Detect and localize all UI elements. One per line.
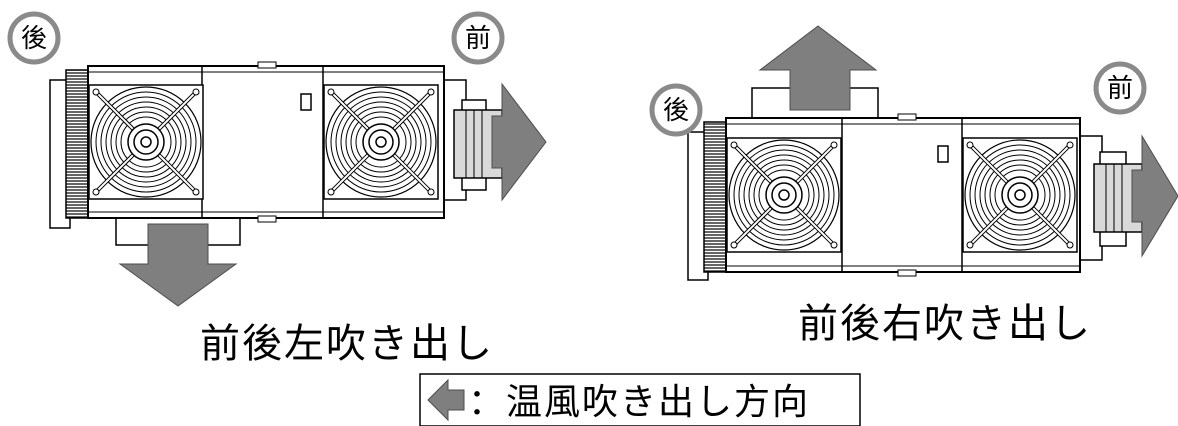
front-fan — [322, 83, 440, 201]
rear-grille — [687, 121, 727, 281]
svg-text:後: 後 — [21, 24, 47, 54]
access-panel — [300, 93, 312, 111]
caption-left: 前後左吹き出し — [200, 321, 494, 367]
svg-text:前: 前 — [465, 24, 491, 54]
caption-right: 前後右吹き出し — [798, 301, 1092, 347]
svg-text:後: 後 — [663, 96, 689, 126]
airflow-arrow-up — [758, 25, 878, 111]
airflow-arrow-front — [1131, 134, 1178, 258]
airflow-arrow-left — [118, 223, 238, 307]
rear-fan — [87, 83, 205, 201]
legend-text: ：温風吹き出し方向 — [468, 382, 810, 423]
rear-badge: 後 — [7, 11, 61, 65]
legend: ：温風吹き出し方向 — [419, 373, 861, 426]
legend-box — [419, 373, 861, 426]
front-badge: 前 — [1093, 61, 1147, 115]
front-fan — [961, 136, 1079, 254]
unit-right: 後 前 前後右吹き出し — [649, 25, 1178, 347]
unit-left: 後 前 前後左吹き出し — [7, 11, 547, 367]
svg-text:前: 前 — [1107, 74, 1133, 104]
legend-arrow-icon — [427, 378, 465, 422]
rear-grille — [49, 69, 89, 229]
access-panel — [937, 145, 949, 163]
airflow-arrow-front — [491, 82, 547, 202]
front-badge: 前 — [451, 11, 505, 65]
rear-fan — [725, 136, 843, 254]
rear-badge: 後 — [649, 83, 703, 137]
